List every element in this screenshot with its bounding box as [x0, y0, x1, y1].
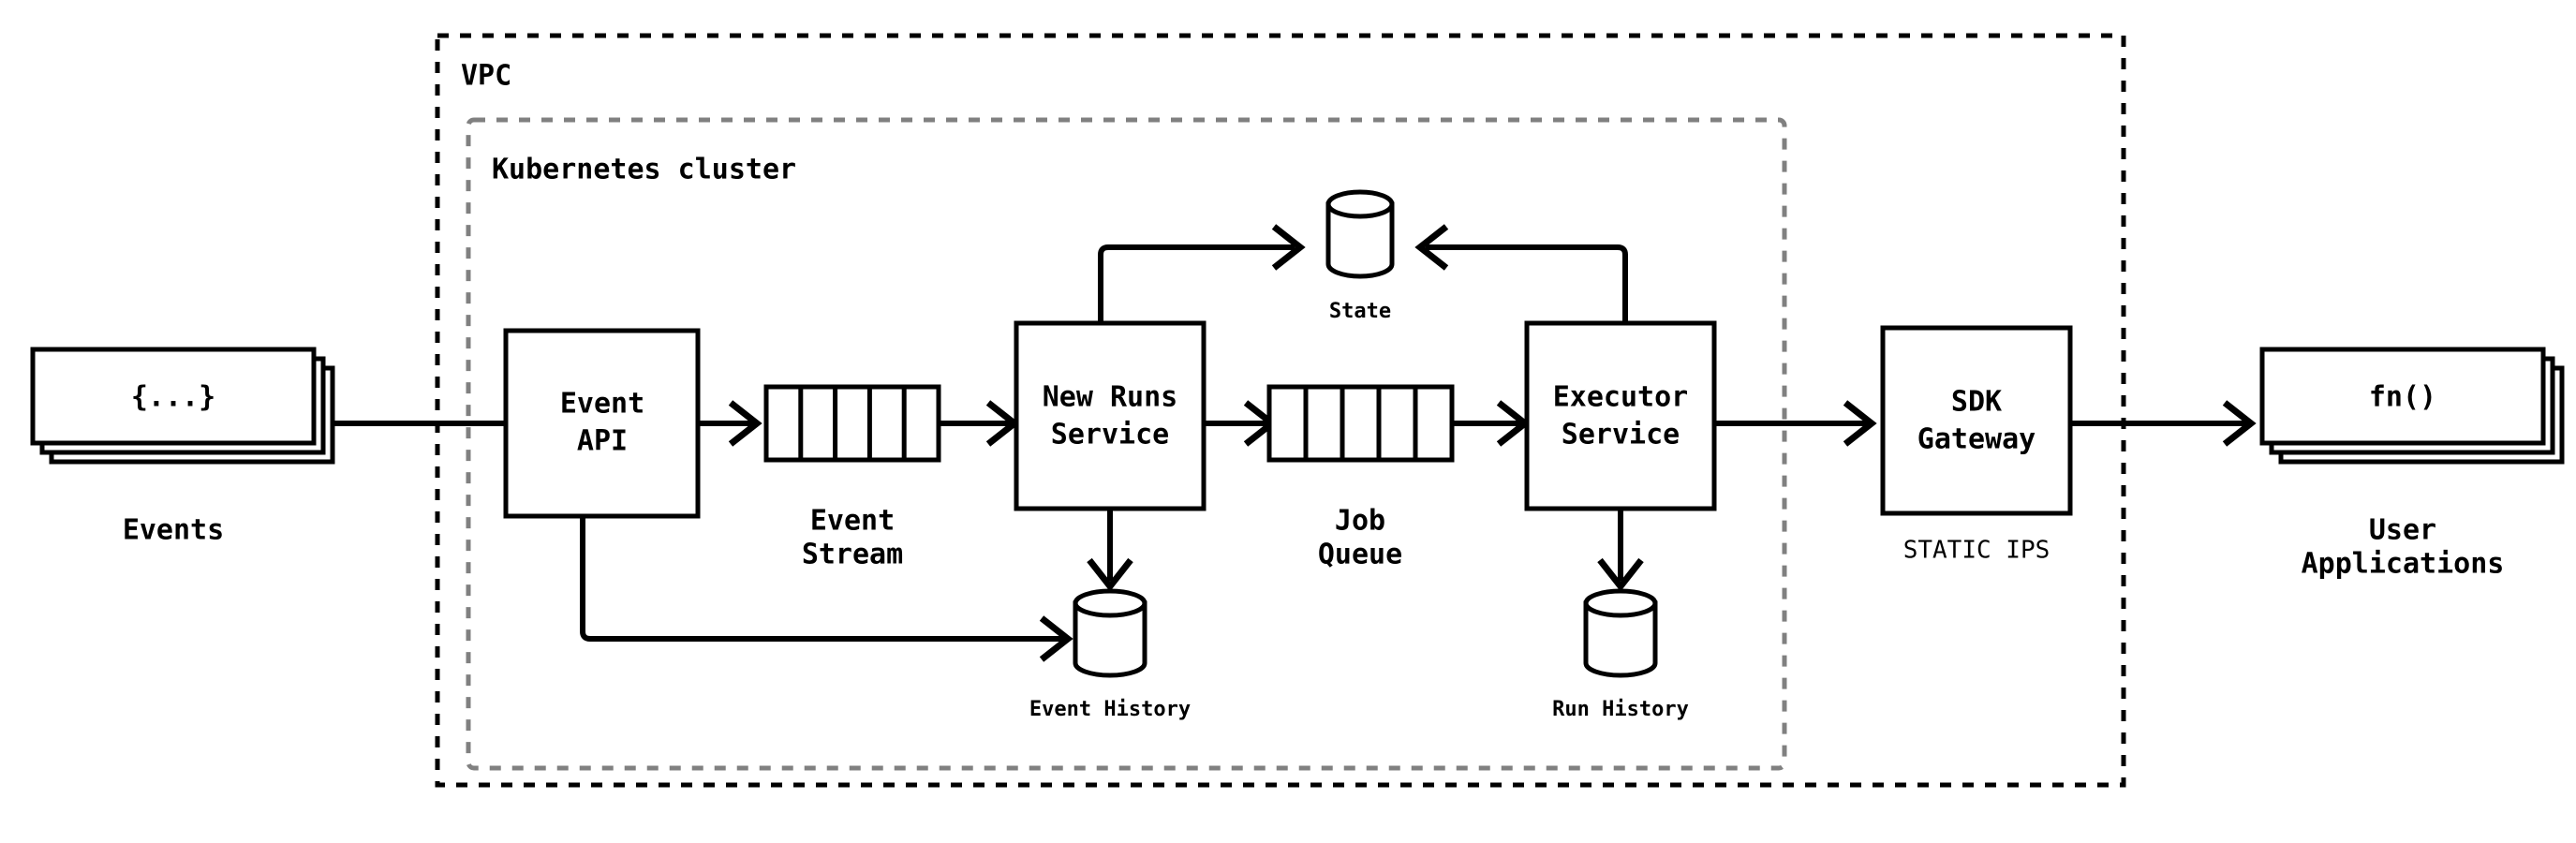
- node-user-applications[interactable]: fn() User Applications: [2259, 347, 2565, 581]
- node-executor-service[interactable]: Executor Service: [1524, 320, 1717, 511]
- arrowhead-icon: [1843, 400, 1877, 447]
- arrowhead-icon: [1087, 557, 1133, 592]
- arrowhead-icon: [1271, 224, 1306, 271]
- executor-service-label-line1: Executor: [1553, 381, 1689, 414]
- event-stream-caption-line2: Stream: [802, 539, 903, 571]
- edge-event-stream-to-new-runs-service: [939, 400, 1020, 447]
- event-history-cylinder-top: [1073, 588, 1147, 618]
- vpc-label: VPC: [461, 60, 511, 93]
- arrowhead-icon: [1414, 224, 1449, 271]
- edge-line: [580, 516, 1063, 642]
- edge-job-queue-to-executor-service: [1452, 400, 1531, 447]
- node-state[interactable]: State: [1325, 189, 1395, 323]
- node-new-runs-service[interactable]: New Runs Service: [1014, 320, 1207, 511]
- edge-new-runs-service-to-state: [1098, 224, 1306, 323]
- node-job-queue[interactable]: Job Queue: [1266, 384, 1455, 571]
- sdk-gateway-sublabel: STATIC IPS: [1903, 537, 2050, 565]
- state-caption: State: [1329, 300, 1391, 323]
- node-events[interactable]: {...} Events: [30, 347, 335, 547]
- node-event-stream[interactable]: Event Stream: [763, 384, 941, 571]
- event-history-caption: Event History: [1029, 698, 1191, 721]
- new-runs-service-label-line2: Service: [1051, 419, 1169, 451]
- node-event-history[interactable]: Event History: [1029, 588, 1191, 721]
- arrowhead-icon: [1039, 615, 1073, 662]
- edge-event-api-to-event-stream: [698, 400, 762, 447]
- new-runs-service-box: [1014, 320, 1207, 511]
- run-history-cylinder-top: [1583, 588, 1658, 618]
- events-card-front: [30, 347, 317, 446]
- zone-kubernetes: Kubernetes cluster: [466, 117, 1787, 771]
- run-history-cylinder-body: [1583, 600, 1658, 678]
- node-sdk-gateway[interactable]: SDK Gateway STATIC IPS: [1880, 325, 2073, 565]
- state-cylinder-top: [1325, 189, 1395, 219]
- edge-sdk-gateway-to-user-applications: [2070, 400, 2257, 447]
- user-applications-caption-line2: Applications: [2302, 548, 2505, 581]
- arrowhead-icon: [2222, 400, 2257, 447]
- event-api-box: [503, 328, 701, 519]
- edge-executor-service-to-run-history: [1597, 509, 1644, 592]
- arrowhead-icon: [728, 400, 762, 447]
- user-applications-card-front: [2259, 347, 2546, 446]
- sdk-gateway-label-line2: Gateway: [1917, 423, 2036, 456]
- edge-executor-service-to-sdk-gateway: [1714, 400, 1877, 447]
- events-caption: Events: [123, 514, 224, 547]
- node-run-history[interactable]: Run History: [1552, 588, 1689, 721]
- job-queue-caption-line1: Job: [1335, 505, 1385, 538]
- event-stream-caption-line1: Event: [810, 505, 895, 538]
- node-event-api[interactable]: Event API: [503, 328, 701, 519]
- executor-service-label-line2: Service: [1562, 419, 1680, 451]
- event-api-label-line2: API: [577, 425, 628, 458]
- event-stream-queue: [763, 384, 941, 463]
- user-applications-caption-line1: User: [2369, 514, 2436, 547]
- executor-service-box: [1524, 320, 1717, 511]
- event-api-label-line1: Event: [560, 388, 644, 421]
- events-label: {...}: [131, 381, 215, 414]
- edge-new-runs-service-to-job-queue: [1204, 400, 1278, 447]
- event-history-cylinder-body: [1073, 600, 1147, 678]
- job-queue-caption-line2: Queue: [1318, 539, 1402, 571]
- zone-vpc: VPC: [435, 33, 2126, 788]
- edge-line: [1426, 244, 1628, 323]
- kubernetes-border: [466, 117, 1787, 771]
- job-queue-box: [1266, 384, 1455, 463]
- edge-new-runs-service-to-event-history: [1087, 509, 1133, 592]
- edge-executor-service-to-state: [1414, 224, 1628, 323]
- kubernetes-label: Kubernetes cluster: [492, 154, 796, 186]
- arrowhead-icon: [1597, 557, 1644, 592]
- edge-line: [1098, 244, 1295, 323]
- vpc-border: [435, 33, 2126, 788]
- sdk-gateway-label-line1: SDK: [1951, 386, 2002, 419]
- edge-event-api-to-event-history: [580, 516, 1073, 662]
- user-applications-label: fn(): [2369, 381, 2436, 414]
- new-runs-service-label-line1: New Runs: [1043, 381, 1178, 414]
- state-cylinder-body: [1325, 201, 1395, 279]
- sdk-gateway-box: [1880, 325, 2073, 516]
- run-history-caption: Run History: [1552, 698, 1689, 721]
